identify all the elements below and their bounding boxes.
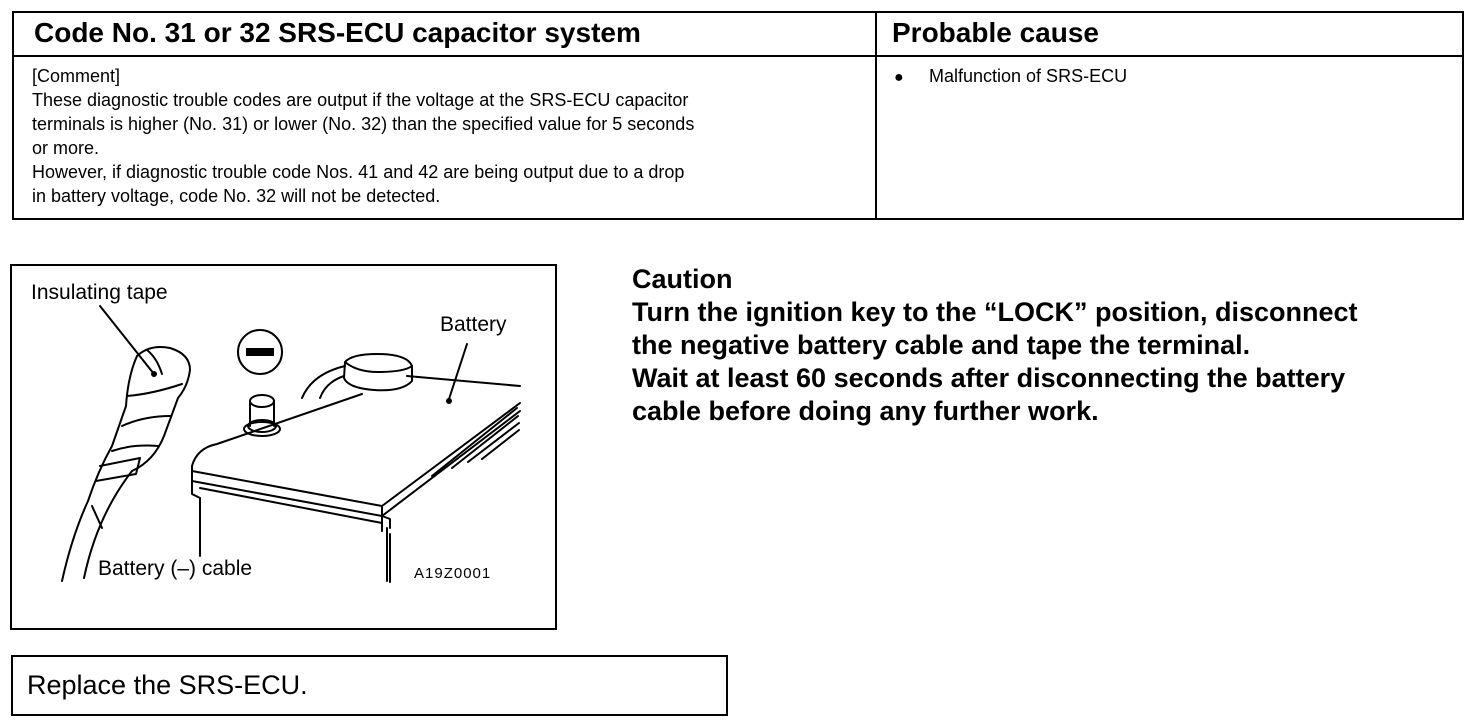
battery-drawing	[61, 305, 521, 583]
comment-line: or more.	[32, 138, 100, 158]
caution-line: Wait at least 60 seconds after disconnec…	[632, 363, 1346, 393]
caution-note: Caution Turn the ignition key to the “LO…	[632, 263, 1472, 428]
bullet-icon: ●	[894, 69, 904, 86]
figure-id: A19Z0001	[414, 565, 492, 582]
comment-line: terminals is higher (No. 31) or lower (N…	[32, 114, 695, 134]
caution-line: Turn the ignition key to the “LOCK” posi…	[632, 297, 1358, 327]
comment-line: However, if diagnostic trouble code Nos.…	[32, 162, 685, 182]
caution-line: the negative battery cable and tape the …	[632, 330, 1251, 360]
battery-cable-label: Battery (–) cable	[98, 557, 253, 580]
diagnostic-code-table: Code No. 31 or 32 SRS-ECU capacitor syst…	[12, 11, 1464, 220]
battery-label: Battery	[440, 313, 507, 336]
battery-illustration: Insulating tape Battery Battery (–) cabl…	[10, 264, 557, 630]
comment-cell: [Comment] These diagnostic trouble codes…	[14, 57, 877, 218]
probable-cause-item: Malfunction of SRS-ECU	[929, 66, 1128, 86]
probable-cause-cell: ● Malfunction of SRS-ECU	[877, 57, 1462, 218]
code-header: Code No. 31 or 32 SRS-ECU capacitor syst…	[14, 13, 877, 57]
remedy-box: Replace the SRS-ECU.	[11, 655, 728, 716]
comment-line: [Comment]	[32, 66, 121, 86]
comment-line: These diagnostic trouble codes are outpu…	[32, 90, 689, 110]
comment-line: in battery voltage, code No. 32 will not…	[32, 186, 441, 206]
caution-title: Caution	[632, 264, 733, 294]
probable-cause-header: Probable cause	[877, 13, 1462, 57]
caution-line: cable before doing any further work.	[632, 396, 1099, 426]
insulating-tape-label: Insulating tape	[31, 281, 168, 304]
